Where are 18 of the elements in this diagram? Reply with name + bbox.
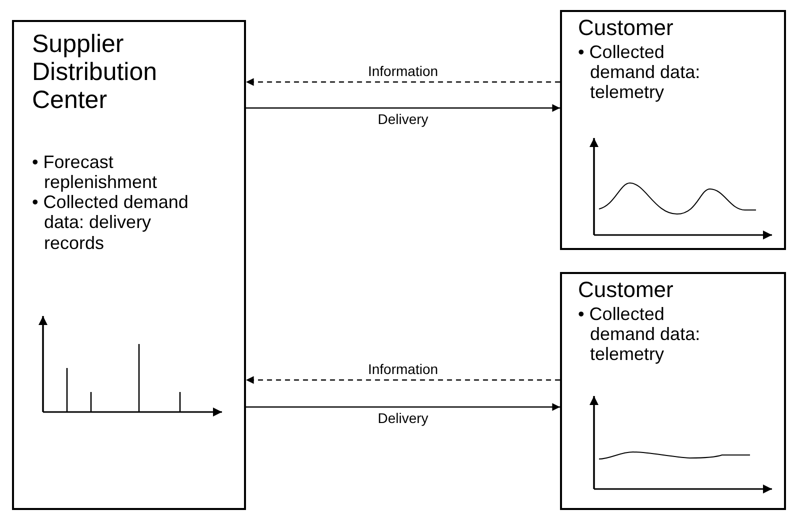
bullet-item: • Collected demand data: telemetry (578, 304, 702, 364)
arrow (246, 403, 560, 411)
edge-label: Delivery (378, 111, 428, 127)
entity-box (12, 20, 246, 510)
bullet-item: • Collected demand data: delivery records (32, 192, 190, 253)
arrow (246, 78, 560, 86)
entity-box (560, 10, 786, 250)
edge-label: Information (368, 361, 438, 377)
arrow (246, 104, 560, 112)
bullet-item: • Collected demand data: telemetry (578, 42, 702, 102)
arrow (246, 376, 560, 384)
box-heading: Supplier Distribution Center (32, 30, 158, 114)
box-heading: Customer (578, 278, 674, 303)
entity-box (560, 272, 786, 510)
edge-label: Information (368, 63, 438, 79)
box-heading: Customer (578, 16, 674, 41)
edge-label: Delivery (378, 410, 428, 426)
bullet-item: • Forecast replenishment (32, 152, 158, 192)
